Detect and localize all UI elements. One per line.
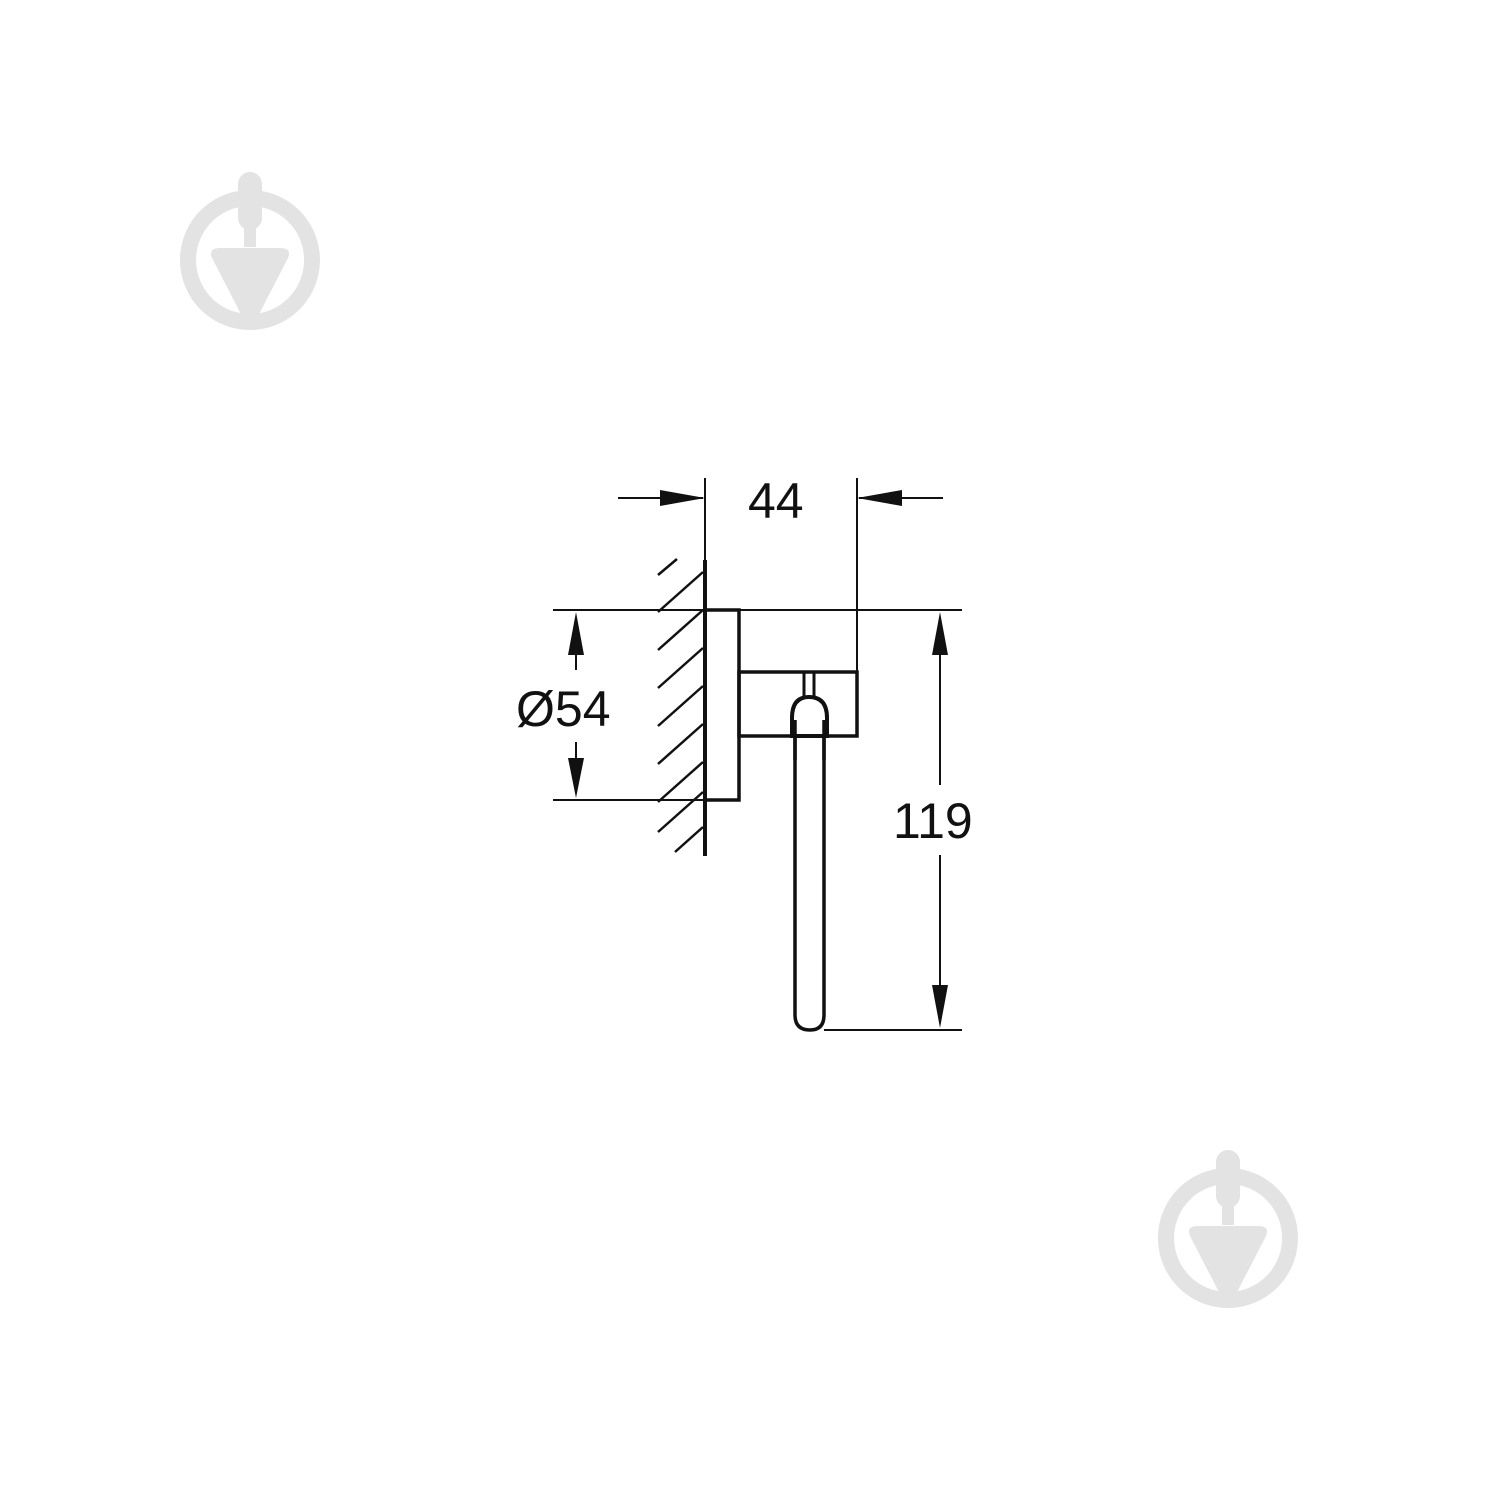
dimension-119-label: 119 (893, 793, 973, 849)
trowel-icon (179, 172, 320, 330)
dimension-44-label: 44 (748, 473, 804, 529)
rosette-plate (703, 608, 741, 802)
wall-hatching (657, 558, 704, 853)
hook-rod (793, 736, 826, 1032)
watermark-logo-bottom-right (1157, 1150, 1298, 1308)
trowel-icon (1157, 1150, 1298, 1308)
dimension-diameter-54-label: Ø54 (516, 681, 611, 737)
watermark-logo-top-left (179, 172, 320, 330)
